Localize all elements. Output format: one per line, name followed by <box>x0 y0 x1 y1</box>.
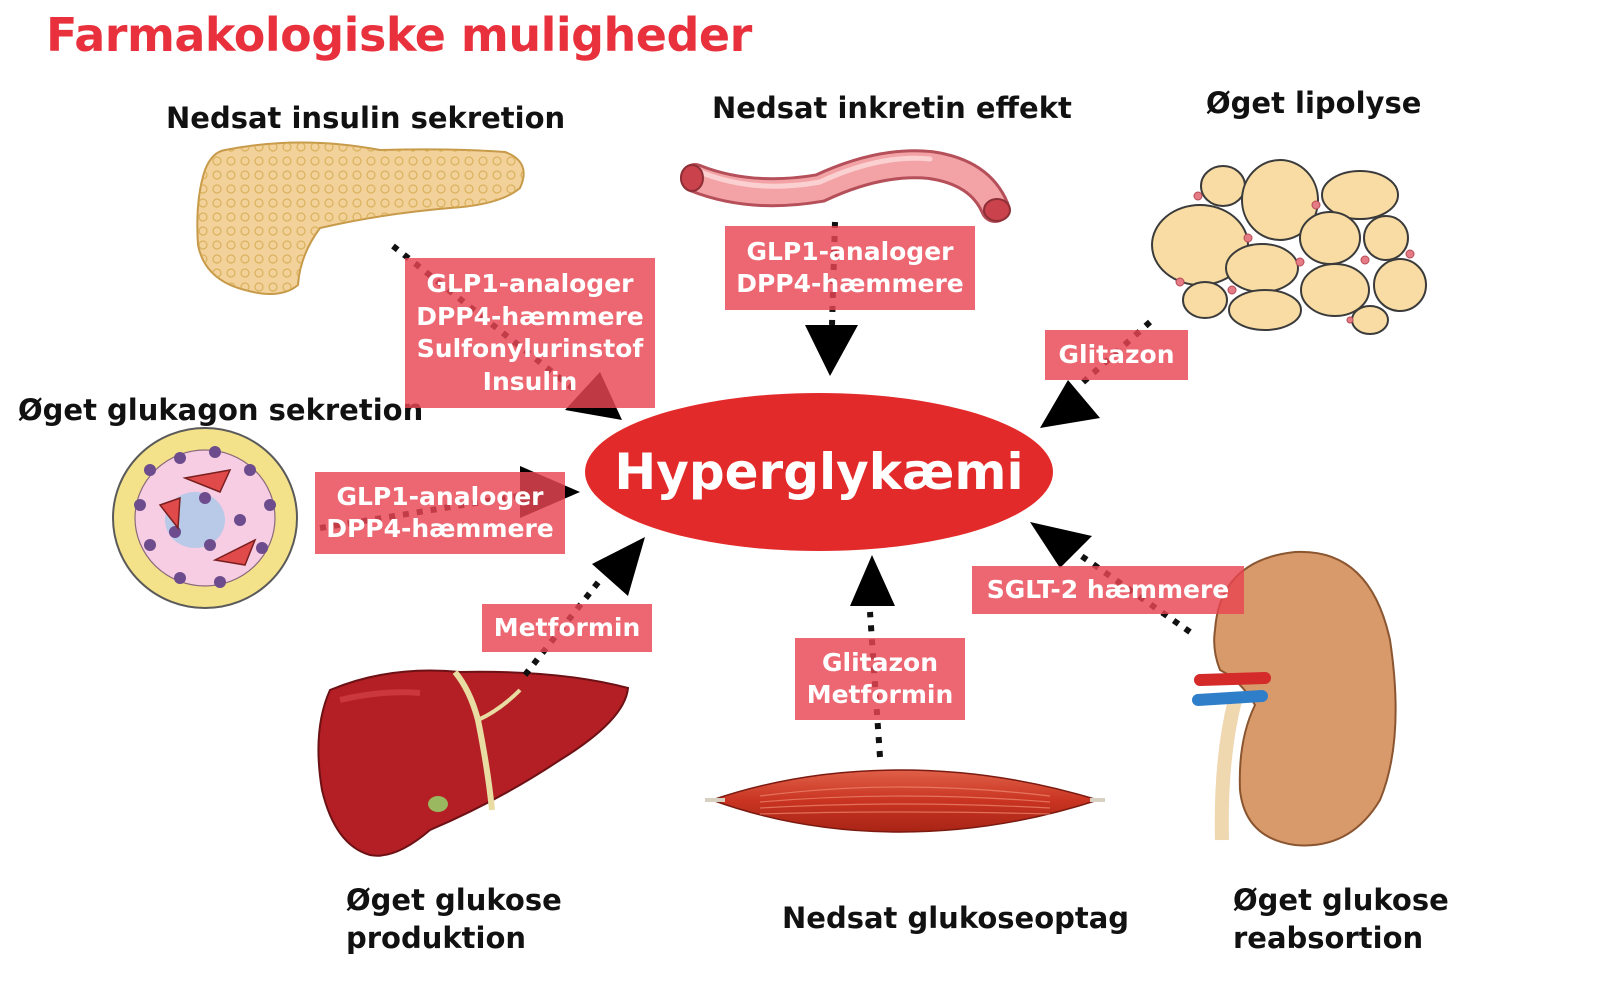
page-title: Farmakologiske muligheder <box>46 8 752 62</box>
center-label: Hyperglykæmi <box>614 443 1024 501</box>
drug-box-intestine: GLP1-analoger DPP4-hæmmere <box>725 226 975 310</box>
islet-cells-icon <box>112 427 298 609</box>
drug-pancreas-2: DPP4-hæmmere <box>416 301 644 331</box>
cause-intestine-label: Nedsat inkretin effekt <box>712 91 1072 125</box>
cause-kidney-line2: reabsortion <box>1233 920 1424 955</box>
arrowhead-liver <box>592 537 645 596</box>
fat-cells-icon <box>1151 159 1427 335</box>
cause-kidney-line1: Øget glukose <box>1233 883 1449 917</box>
drug-pancreas-4: Insulin <box>482 366 578 396</box>
cause-kidney-label: Øget glukose reabsortion <box>1233 882 1449 957</box>
drug-pancreas-1: GLP1-analoger <box>426 269 634 298</box>
drug-fat-1: Glitazon <box>1058 339 1175 369</box>
drug-box-muscle: Glitazon Metformin <box>795 638 965 720</box>
drug-box-fat: Glitazon <box>1045 330 1188 380</box>
drug-box-pancreas: GLP1-analoger DPP4-hæmmere Sulfonylurins… <box>405 258 655 408</box>
drug-muscle-1: Glitazon <box>821 647 938 677</box>
intestine-icon <box>680 149 1011 223</box>
arrowhead-intestine <box>805 325 858 376</box>
hyperglykaemi-ellipse <box>585 393 1053 551</box>
drug-muscle-2: Metformin <box>806 680 954 709</box>
cause-pancreas-label: Nedsat insulin sekretion <box>166 101 566 135</box>
kidney-icon <box>1192 550 1397 847</box>
drug-box-liver: Metformin <box>482 604 652 652</box>
cause-alpha-cells-label: Øget glukagon sekretion <box>18 393 424 427</box>
drug-kidney-1: SGLT-2 hæmmere <box>986 574 1230 604</box>
drug-pancreas-3: Sulfonylurinstof <box>416 334 644 363</box>
drug-liver-1: Metformin <box>493 612 641 642</box>
arrowhead-fat <box>1040 380 1100 428</box>
drug-box-alpha-cells: GLP1-analoger DPP4-hæmmere <box>315 472 565 554</box>
cause-liver-label: Øget glukose produktion <box>346 882 562 957</box>
arrowhead-kidney <box>1030 522 1092 568</box>
liver-icon <box>317 669 630 857</box>
arrowhead-muscle <box>850 555 895 606</box>
cause-liver-line1: Øget glukose <box>346 883 562 917</box>
drug-alpha-cells-1: GLP1-analoger <box>336 481 544 511</box>
drug-intestine-1: GLP1-analoger <box>746 236 954 266</box>
cause-muscle-label: Nedsat glukoseoptag <box>782 901 1130 935</box>
center-node: Hyperglykæmi <box>585 393 1053 551</box>
cause-liver-line2: produktion <box>346 920 527 955</box>
drug-alpha-cells-2: DPP4-hæmmere <box>326 514 554 543</box>
cause-fat-label: Øget lipolyse <box>1206 86 1422 120</box>
drug-intestine-2: DPP4-hæmmere <box>736 269 964 298</box>
pancreas-icon <box>196 141 525 295</box>
muscle-icon <box>705 769 1105 833</box>
drug-box-kidney: SGLT-2 hæmmere <box>972 566 1244 614</box>
